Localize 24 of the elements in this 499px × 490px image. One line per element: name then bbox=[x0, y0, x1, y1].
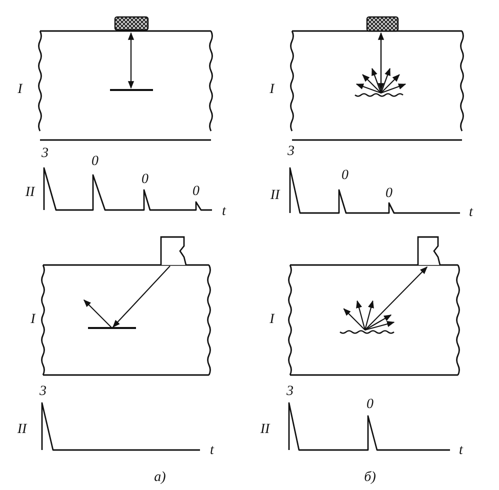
time-axis-label: t bbox=[222, 205, 226, 219]
layer-label: II bbox=[260, 423, 270, 437]
layer-label: II bbox=[270, 189, 280, 203]
pulse-label: 3 bbox=[286, 385, 294, 399]
time-axis-label: t bbox=[210, 444, 214, 458]
pulse-label: 0 bbox=[192, 185, 200, 199]
pulse-label: 0 bbox=[366, 398, 374, 412]
layer-label: I bbox=[270, 83, 274, 97]
layer-label: I bbox=[18, 83, 22, 97]
pulse-label: 0 bbox=[142, 173, 148, 187]
time-axis-label: t bbox=[459, 444, 463, 458]
panel-caption: б) bbox=[364, 471, 376, 485]
layer-label: I bbox=[270, 313, 274, 327]
layer-label: II bbox=[25, 186, 35, 200]
pulse-label: 3 bbox=[288, 145, 294, 159]
pulse-label: 0 bbox=[386, 187, 392, 201]
panel-caption: а) bbox=[154, 471, 166, 485]
pulse-label: 3 bbox=[42, 147, 48, 161]
pulse-label: 3 bbox=[40, 385, 46, 399]
pulse-label: 0 bbox=[92, 155, 98, 169]
layer-label: II bbox=[17, 423, 27, 437]
layer-label: I bbox=[30, 313, 36, 327]
pulse-label: 0 bbox=[342, 169, 348, 183]
time-axis-label: t bbox=[469, 206, 473, 220]
